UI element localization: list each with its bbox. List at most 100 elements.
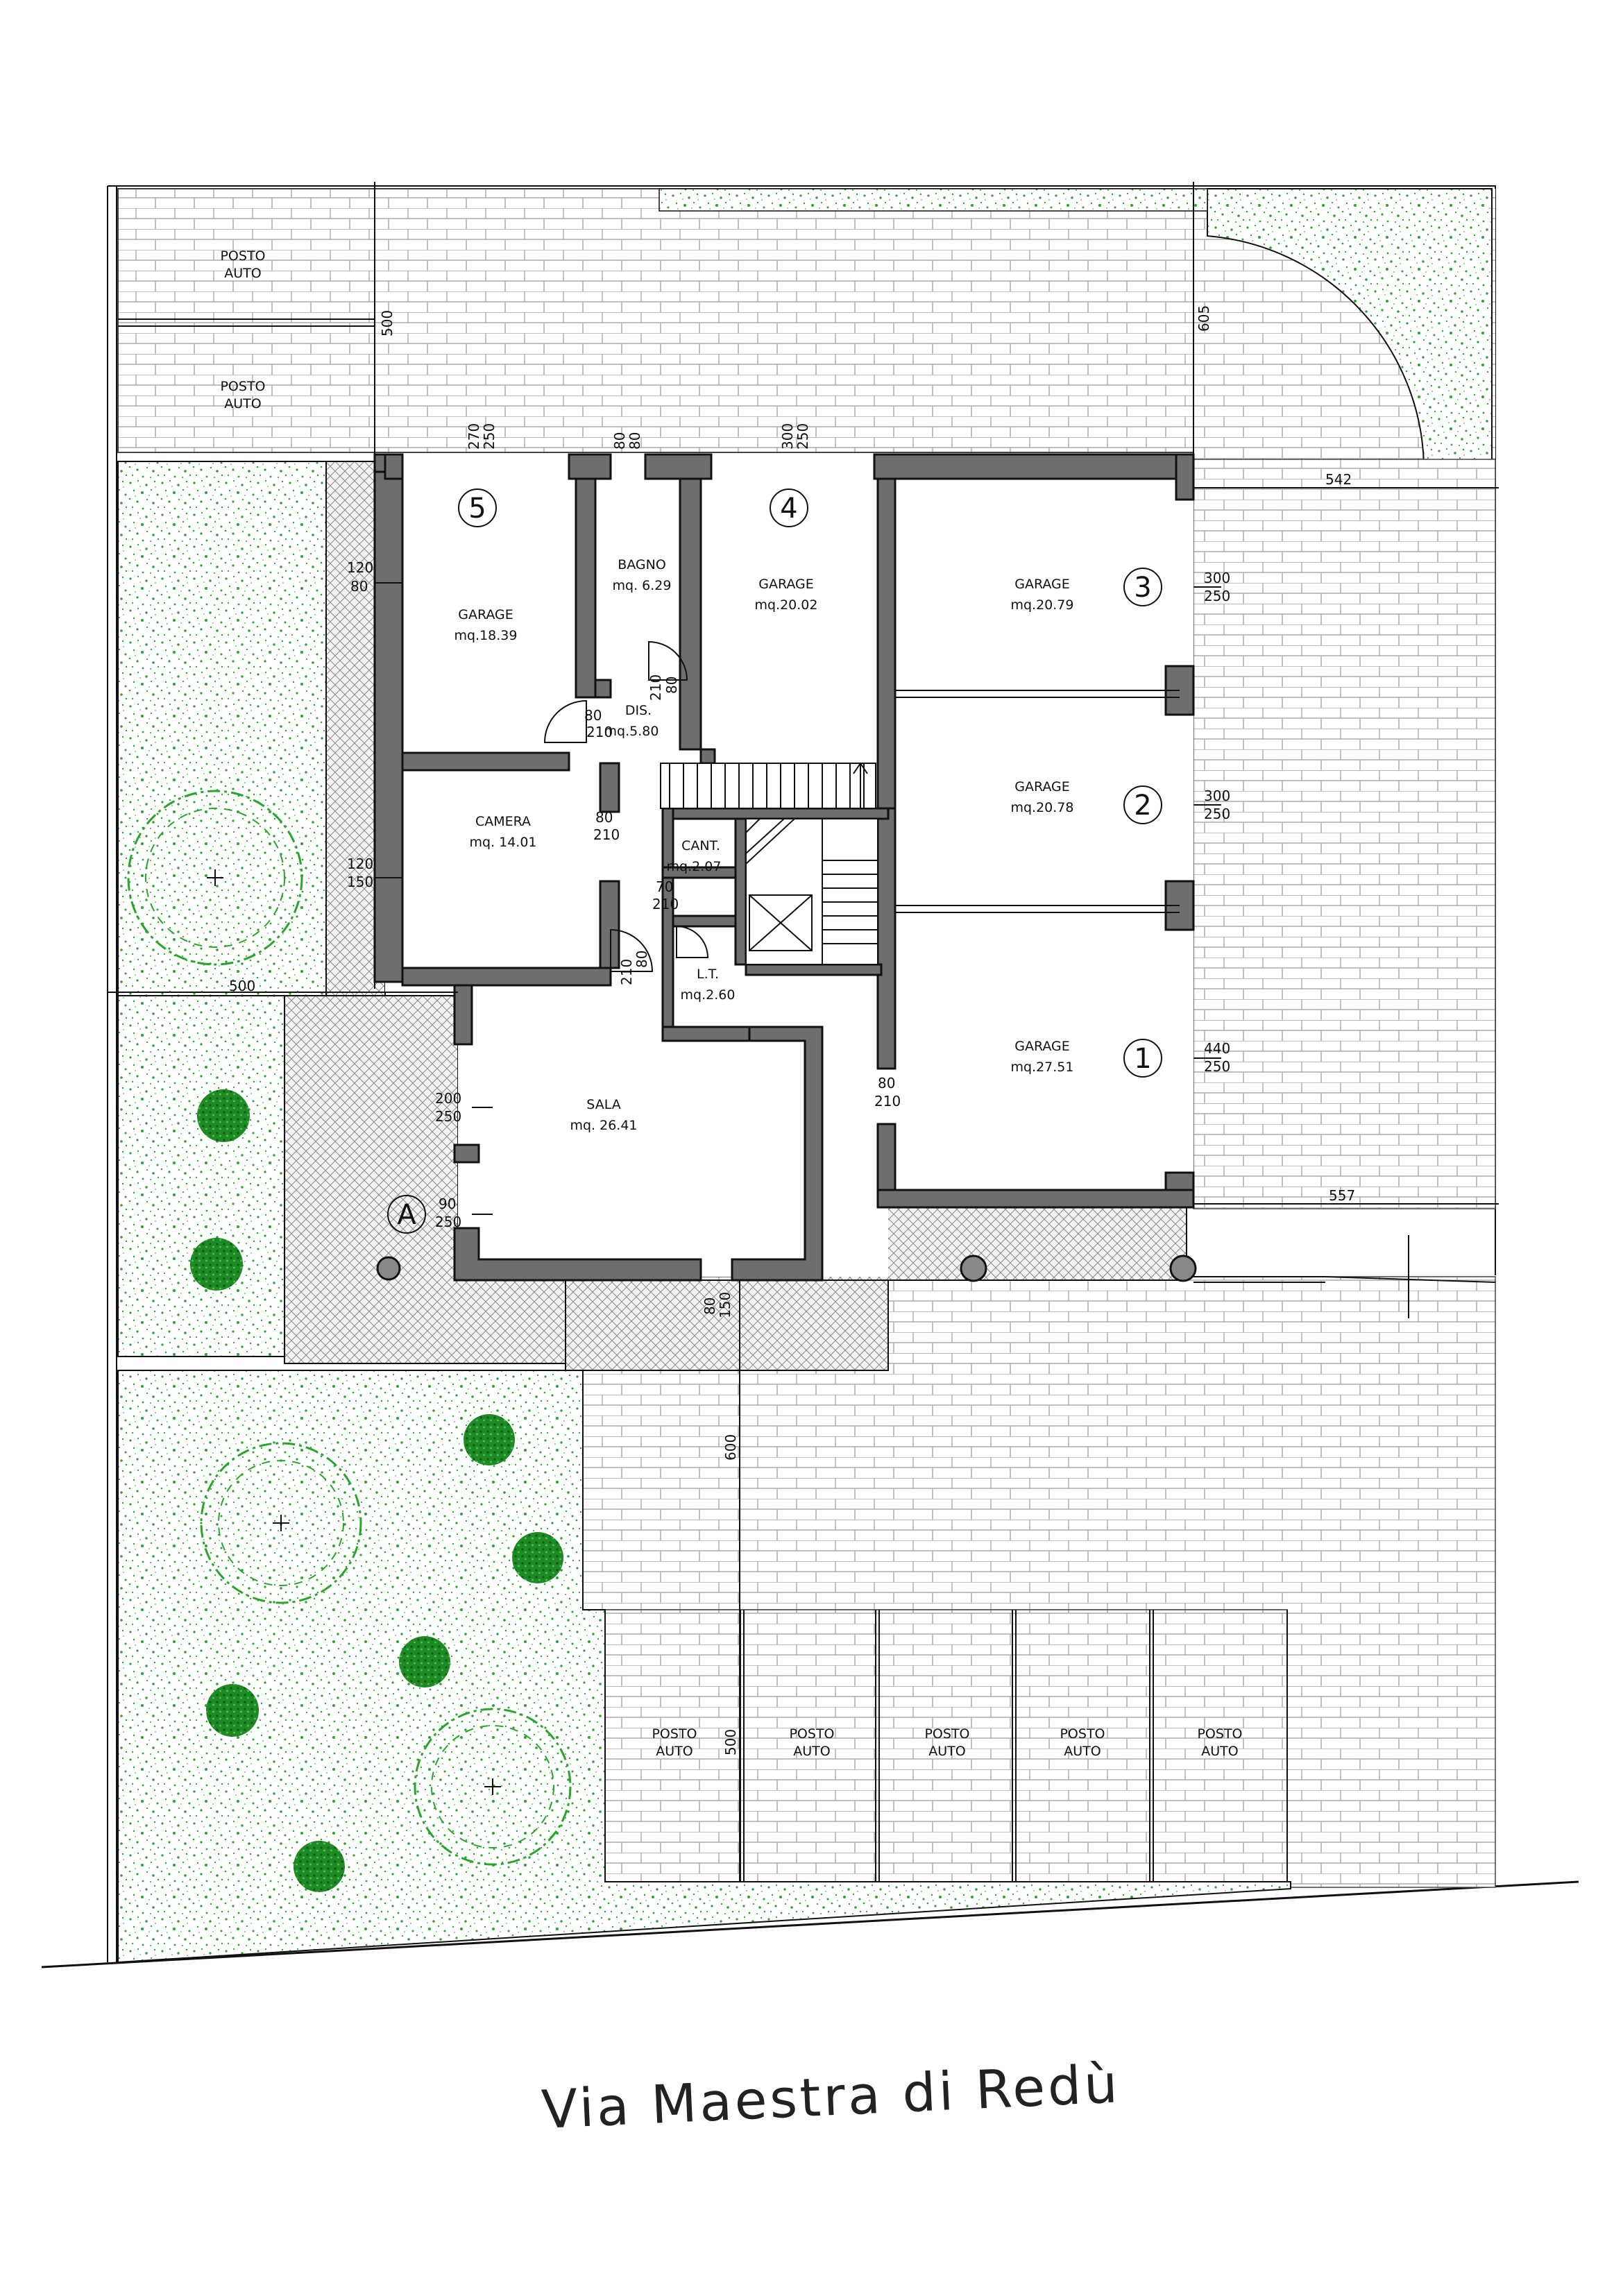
dim-250-g1: 250 xyxy=(1204,1058,1230,1075)
bagno-area: mq. 6.29 xyxy=(613,578,672,593)
dim-90: 90 xyxy=(439,1196,456,1212)
garage1-name: GARAGE xyxy=(1014,1039,1070,1054)
dim-557: 557 xyxy=(1329,1187,1355,1204)
parking-label: POSTO xyxy=(789,1726,834,1742)
tree-bottom-2 xyxy=(414,1708,572,1866)
parking-label-2: AUTO xyxy=(1201,1744,1238,1759)
lawn-top-right xyxy=(1207,188,1493,464)
columns xyxy=(376,1255,1197,1282)
parking-spot[interactable]: POSTO AUTO xyxy=(652,1726,697,1759)
parking-label: POSTO xyxy=(652,1726,697,1742)
camera-area: mq. 14.01 xyxy=(469,835,536,850)
garage4-number: 4 xyxy=(780,493,797,525)
garage5-area: mq.18.39 xyxy=(454,628,517,643)
dim-440: 440 xyxy=(1204,1040,1230,1057)
garage5-number: 5 xyxy=(468,493,486,525)
dim-210-cant: 210 xyxy=(652,896,679,912)
camera-name: CAMERA xyxy=(475,814,531,829)
dim-120b: 120 xyxy=(347,856,373,872)
parking-label: POSTO xyxy=(220,379,265,394)
lawn-left-top xyxy=(117,461,327,996)
garage3-name: GARAGE xyxy=(1014,577,1070,592)
dim-70: 70 xyxy=(656,878,673,895)
garage2-area: mq.20.78 xyxy=(1010,800,1073,815)
dim-80c: 80 xyxy=(350,578,368,595)
lawn-top-strip xyxy=(658,188,1208,212)
dim-250a: 250 xyxy=(481,423,498,450)
parking-label-2: AUTO xyxy=(224,396,261,411)
garage4-name: GARAGE xyxy=(758,577,814,592)
dim-150a: 150 xyxy=(347,874,373,890)
street-name: Via Maestra di Redù xyxy=(540,2052,1121,2141)
tree-left xyxy=(127,790,303,966)
parking-label-2: AUTO xyxy=(224,266,261,281)
cant-name: CANT. xyxy=(681,838,720,853)
property-boundary xyxy=(41,185,1579,1968)
dim-80-sala: 80 xyxy=(634,951,650,968)
staircase xyxy=(660,763,878,965)
dim-250-g3: 250 xyxy=(1204,588,1230,604)
dim-80-dis: 80 xyxy=(584,707,602,724)
dim-210-dis: 210 xyxy=(586,724,613,740)
dim-300-g2: 300 xyxy=(1204,788,1230,804)
dim-80-bagno: 80 xyxy=(663,677,680,694)
dim-500-mid: 500 xyxy=(229,978,255,994)
dim-250-top: 250 xyxy=(794,423,811,450)
parking-label: POSTO xyxy=(1197,1726,1242,1742)
dim-80a: 80 xyxy=(611,432,628,450)
apartment-marker: A xyxy=(397,1199,416,1231)
parking-label: POSTO xyxy=(924,1726,969,1742)
parking-spot[interactable]: POSTO AUTO xyxy=(220,379,265,411)
parking-spot[interactable]: POSTO AUTO xyxy=(220,248,265,281)
garage5-name: GARAGE xyxy=(458,607,513,622)
dim-210-sala: 210 xyxy=(618,959,635,985)
dim-500-bottom: 500 xyxy=(722,1729,739,1755)
lt-name: L.T. xyxy=(697,967,719,982)
parking-spot[interactable]: POSTO AUTO xyxy=(789,1726,834,1759)
dim-150-entry: 150 xyxy=(717,1292,733,1318)
shrubs xyxy=(190,1089,563,1892)
dim-200: 200 xyxy=(435,1090,461,1107)
dimension-lines xyxy=(108,182,1499,1882)
dis-name: DIS. xyxy=(625,703,652,718)
dim-605: 605 xyxy=(1196,305,1212,332)
garage3-area: mq.20.79 xyxy=(1010,597,1073,613)
dim-250-sala: 250 xyxy=(435,1108,461,1125)
dim-210-bagno: 210 xyxy=(647,674,664,701)
dim-300-top: 300 xyxy=(779,423,796,450)
garage2-name: GARAGE xyxy=(1014,779,1070,794)
garage4-area: mq.20.02 xyxy=(754,597,817,613)
doors xyxy=(543,640,733,1280)
dim-210-g1: 210 xyxy=(874,1093,901,1109)
parking-label: POSTO xyxy=(1060,1726,1105,1742)
parking-spot[interactable]: POSTO AUTO xyxy=(1197,1726,1242,1759)
dim-600: 600 xyxy=(722,1434,739,1461)
lt-area: mq.2.60 xyxy=(681,987,736,1003)
parking-spot[interactable]: POSTO AUTO xyxy=(924,1726,969,1759)
dim-270: 270 xyxy=(466,423,482,450)
dim-120a: 120 xyxy=(347,559,373,576)
dim-80-camera: 80 xyxy=(595,809,613,826)
pavement-top xyxy=(117,188,1194,453)
dim-542: 542 xyxy=(1325,471,1352,488)
building xyxy=(373,453,1195,1282)
parking-spot[interactable]: POSTO AUTO xyxy=(1060,1726,1105,1759)
dim-80-entry: 80 xyxy=(702,1298,718,1315)
dim-210-camera: 210 xyxy=(593,826,620,843)
dim-250-g2: 250 xyxy=(1204,806,1230,822)
dim-80b: 80 xyxy=(627,432,643,450)
dim-300-g3: 300 xyxy=(1204,570,1230,586)
cant-area: mq.2.07 xyxy=(667,859,722,874)
parking-label-2: AUTO xyxy=(793,1744,830,1759)
garage3-number: 3 xyxy=(1134,572,1151,604)
sala-area: mq. 26.41 xyxy=(570,1118,637,1133)
parking-label-2: AUTO xyxy=(656,1744,692,1759)
garage2-number: 2 xyxy=(1134,790,1151,822)
lawn-bottom-left xyxy=(117,1370,1291,1964)
pavement-right xyxy=(1193,459,1496,1209)
dis-area: mq.5.80 xyxy=(604,724,659,739)
parking-label: POSTO xyxy=(220,248,265,264)
herringbone-terrace-2 xyxy=(565,1279,889,1371)
room-numbers xyxy=(387,488,1162,1234)
